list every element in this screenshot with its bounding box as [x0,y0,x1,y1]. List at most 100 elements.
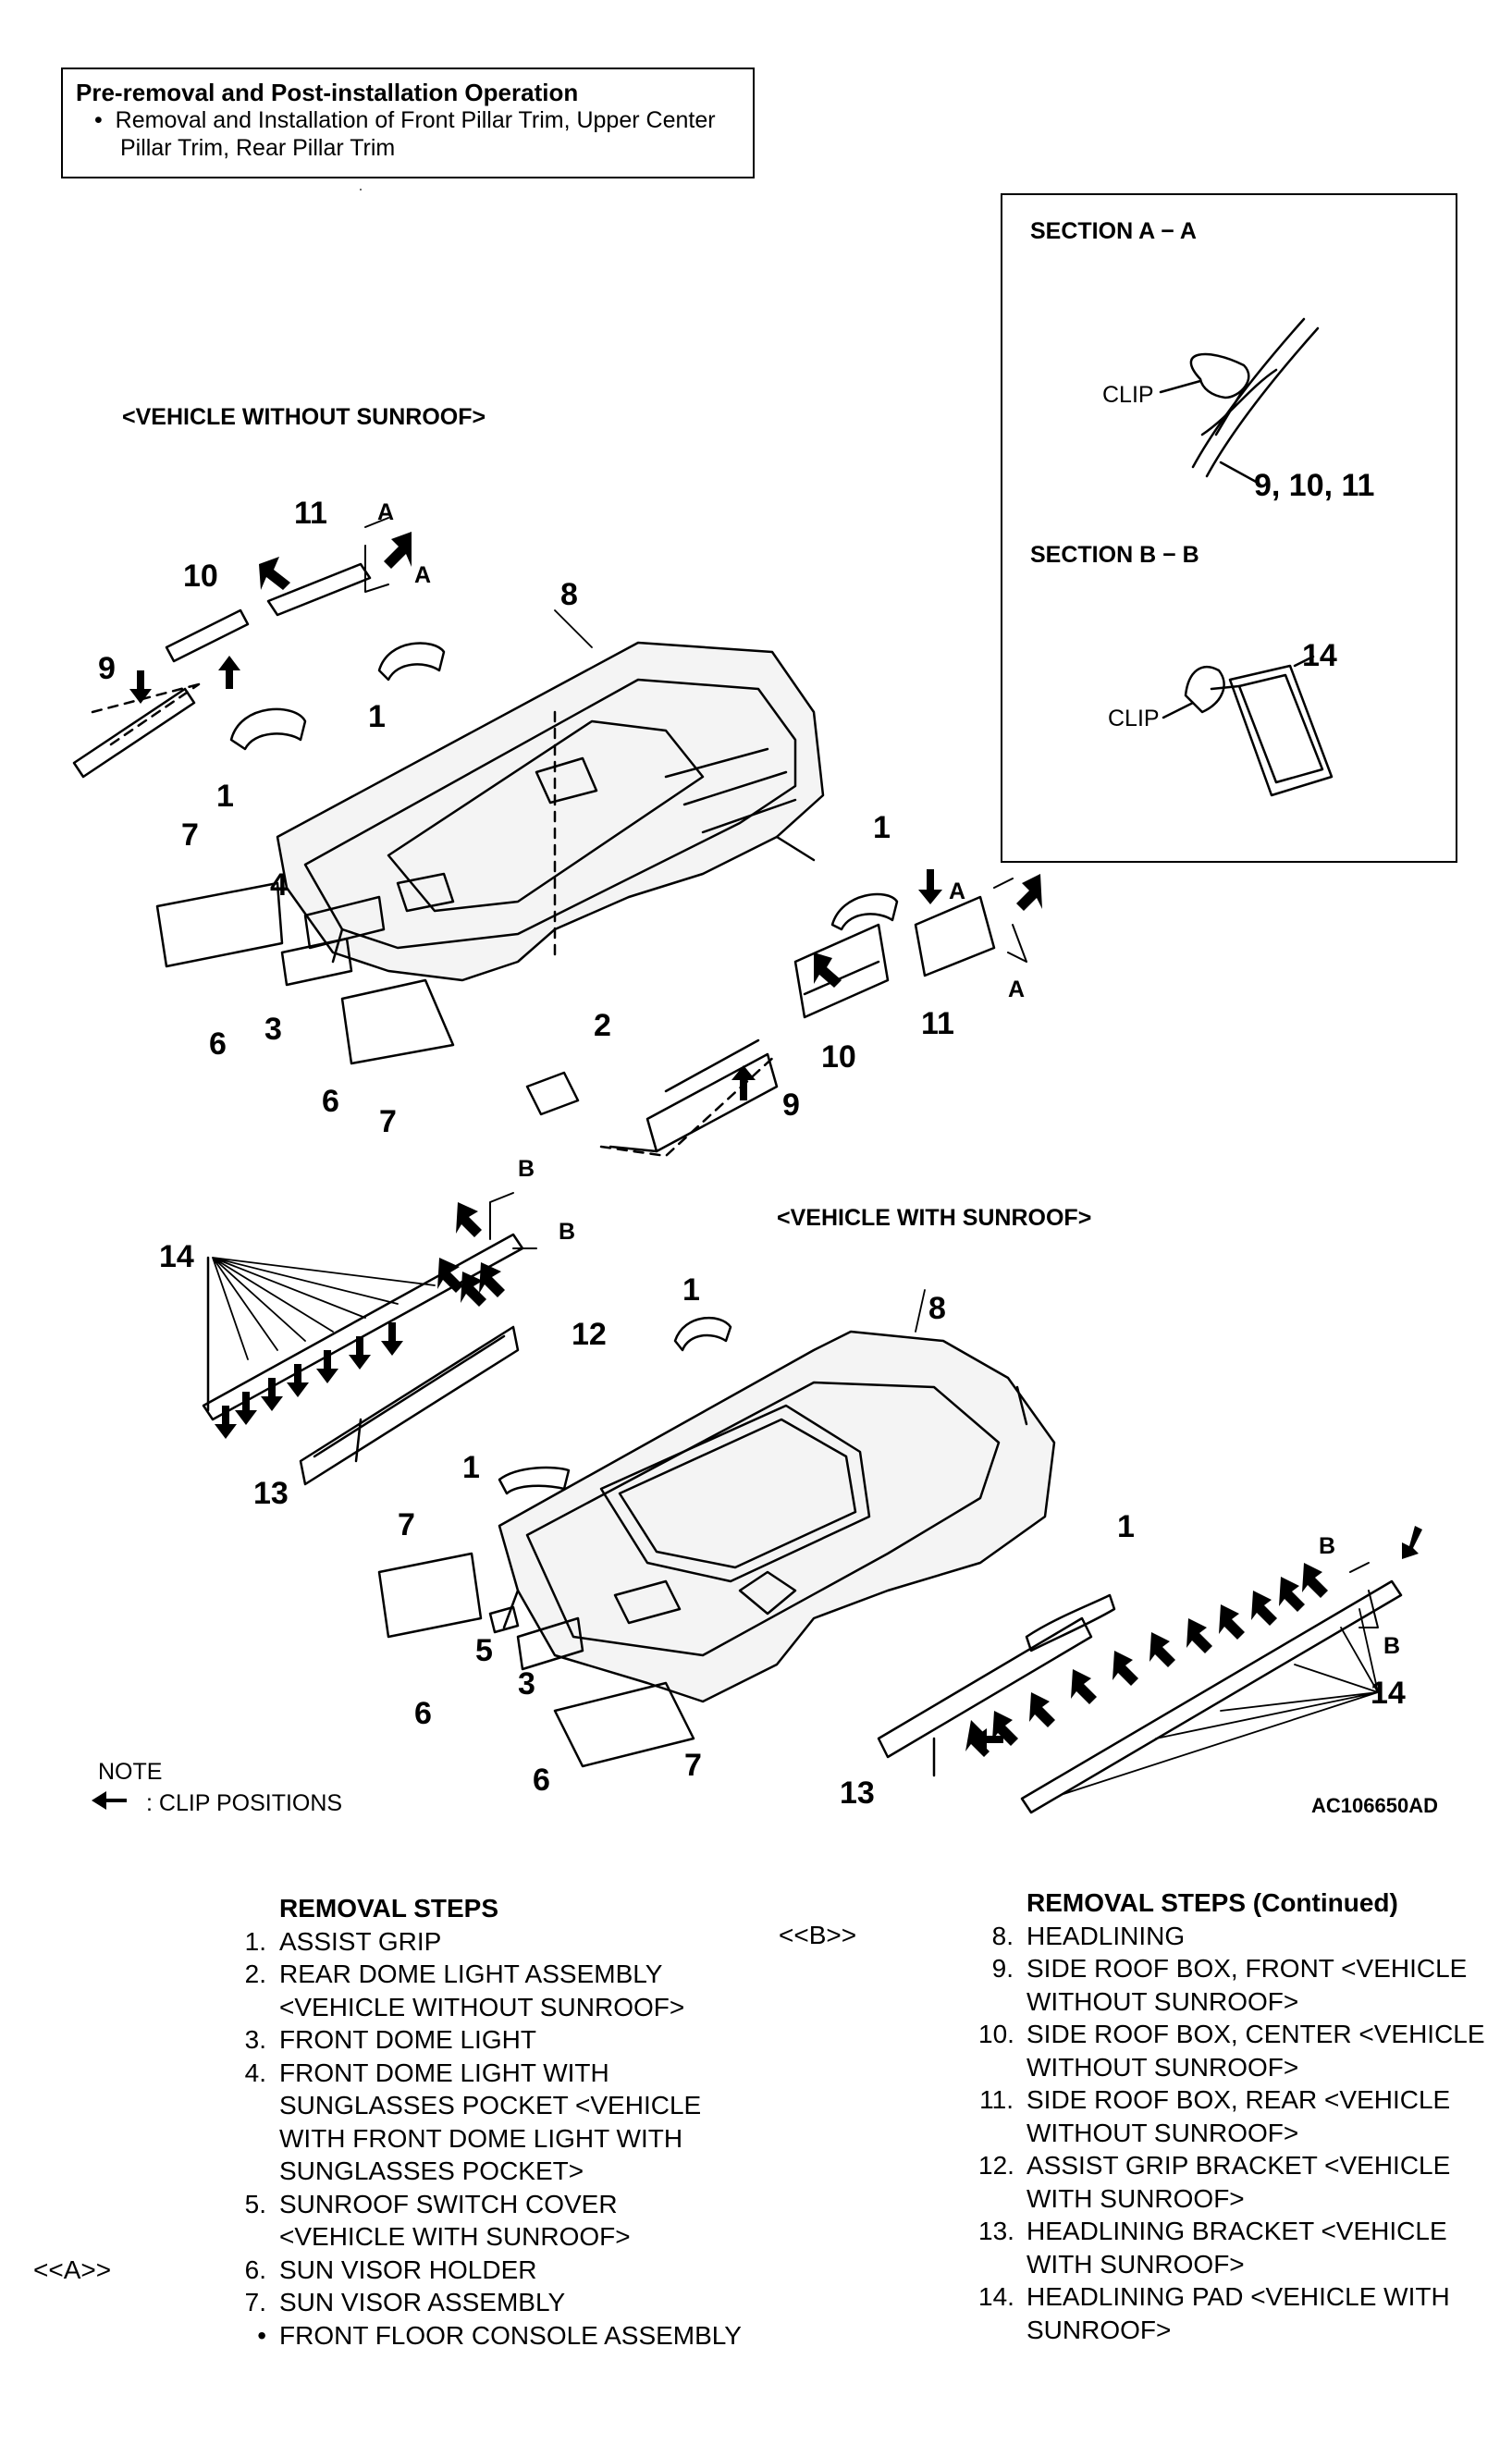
callout: 1 [216,779,234,814]
step-text: REAR DOME LIGHT ASSEMBLY <VEHICLE WITHOU… [279,1960,685,2021]
pre-removal-title: Pre-removal and Post-installation Operat… [76,79,579,106]
step-text: HEADLINING BRACKET <VEHICLE WITH SUNROOF… [1026,2217,1447,2279]
pre-removal-box: Pre-removal and Post-installation Operat… [61,68,755,178]
clip-arrows [92,532,1422,1810]
removal-steps-continued: REMOVAL STEPS (Continued) 8.HEADLINING 9… [978,1886,1496,2346]
callout: 6 [322,1084,339,1119]
step-item: 10.SIDE ROOF BOX, CENTER <VEHICLE WITHOU… [978,2018,1496,2083]
callout: 13 [253,1476,289,1511]
callout: 7 [181,817,199,853]
step-number: 7. [244,2288,266,2316]
callout: 11 [921,1006,954,1041]
pre-removal-item-text: Removal and Installation of Front Pillar… [115,107,716,161]
step-number: 6. [244,2255,266,2284]
section-a-part-label: 9, 10, 11 [1254,468,1375,503]
step-text: SUN VISOR ASSEMBLY [279,2288,566,2316]
step-text: SIDE ROOF BOX, FRONT <VEHICLE WITHOUT SU… [1026,1954,1468,2016]
note-title: NOTE [98,1759,163,1785]
callout: 9 [98,651,116,686]
section-mark: B [1383,1633,1401,1659]
callout: 6 [209,1026,227,1062]
step-tag-b: <<B>> [779,1921,857,1949]
section-mark: B [559,1219,576,1245]
section-b-title: SECTION B − B [1030,542,1199,568]
callout: 2 [594,1008,611,1043]
section-mark: B [518,1156,535,1182]
callout: 1 [1117,1509,1135,1544]
step-number: 13. [978,2217,1014,2245]
step-item: 1. ASSIST GRIP [231,1925,749,1959]
callout: 14 [1371,1676,1406,1711]
step-text: ASSIST GRIP [279,1926,442,1956]
section-b-clip-detail [1162,655,1334,797]
step-number: 10. [978,2020,1014,2048]
callout: 1 [462,1450,480,1485]
section-mark: A [377,499,395,525]
headlining-without-sunroof [276,641,825,982]
sun-visors [155,881,695,1768]
callout: 10 [183,559,218,594]
section-mark-lines [364,517,1379,1628]
callout: 6 [533,1763,550,1798]
step-item: 4. FRONT DOME LIGHT WITH SUNGLASSES POCKE… [231,2057,749,2188]
step-text: FRONT DOME LIGHT WITH SUNGLASSES POCKET … [279,2058,702,2186]
step-text: HEADLINING PAD <VEHICLE WITH SUNROOF> [1026,2282,1450,2344]
step-text: FRONT FLOOR CONSOLE ASSEMBLY [279,2320,742,2350]
removal-steps: REMOVAL STEPS 1. ASSIST GRIP 2. REAR DOME … [231,1892,749,2352]
callout: 5 [475,1633,493,1668]
step-number: 4. [244,2058,266,2087]
step-item: 11.SIDE ROOF BOX, REAR <VEHICLE WITHOUT … [978,2083,1496,2149]
section-a-clip-label: CLIP [1102,382,1154,408]
step-text: SUN VISOR HOLDER [279,2255,537,2284]
assist-grips [229,642,1116,1653]
step-item: 8. HEADLINING [978,1920,1496,1953]
step-number: 14. [978,2282,1014,2311]
step-text: ASSIST GRIP BRACKET <VEHICLE WITH SUNROO… [1026,2151,1451,2213]
step-text: SUNROOF SWITCH COVER <VEHICLE WITH SUNRO… [279,2189,631,2252]
callout: 3 [264,1012,282,1047]
section-b-part-label: 14 [1302,638,1337,673]
callout: 10 [821,1039,856,1075]
callout: 7 [398,1507,415,1542]
step-number: 1. [244,1926,266,1956]
section-mark: A [949,878,966,904]
headlining-pads-right [877,1579,1403,1814]
step-item: 14. HEADLINING PAD <VEHICLE WITH SUNROOF> [978,2280,1496,2346]
step-number: 12. [978,2151,1014,2180]
section-mark: A [414,562,432,588]
step-item: 5. SUNROOF SWITCH COVER <VEHICLE WITH SUN… [231,2188,749,2254]
bullet: • [94,107,103,133]
without-sunroof-title: <VEHICLE WITHOUT SUNROOF> [122,404,486,430]
step-item: 3.FRONT DOME LIGHT [231,2023,749,2057]
headlining-with-sunroof [498,1330,1056,1703]
pre-removal-item: • Removal and Installation of Front Pill… [76,106,740,162]
step-number: 8. [991,1921,1014,1950]
note-legend: : CLIP POSITIONS [146,1790,343,1816]
removal-steps-title: REMOVAL STEPS [279,1894,499,1923]
section-a-clip-detail [1159,317,1320,485]
step-number: 5. [244,2189,266,2218]
figure-code: AC106650AD [1311,1794,1438,1817]
step-number: 2. [244,1960,266,1988]
callout: 8 [560,577,578,612]
step-tag-a: <<A>> [33,2255,112,2284]
callout: 8 [928,1291,946,1326]
callout: 7 [379,1104,397,1139]
callout: 3 [518,1666,535,1702]
section-b-clip-label: CLIP [1108,706,1160,731]
section-detail-box [1001,193,1457,863]
removal-steps-cont-title: REMOVAL STEPS (Continued) [1026,1888,1398,1917]
callout: 4 [270,867,288,903]
callout: 9 [782,1087,800,1123]
section-a-title: SECTION A − A [1030,218,1197,244]
with-sunroof-title: <VEHICLE WITH SUNROOF> [777,1205,1092,1231]
callout: 1 [682,1272,700,1308]
step-text: HEADLINING [1026,1921,1186,1950]
section-mark: B [1319,1533,1336,1559]
step-item: 13. HEADLINING BRACKET <VEHICLE WITH SUNR… [978,2215,1496,2280]
step-item: •FRONT FLOOR CONSOLE ASSEMBLY [231,2319,749,2353]
callout: 1 [873,810,891,845]
callout: 6 [414,1696,432,1731]
step-item: 12. ASSIST GRIP BRACKET <VEHICLE WITH SUN… [978,2149,1496,2215]
